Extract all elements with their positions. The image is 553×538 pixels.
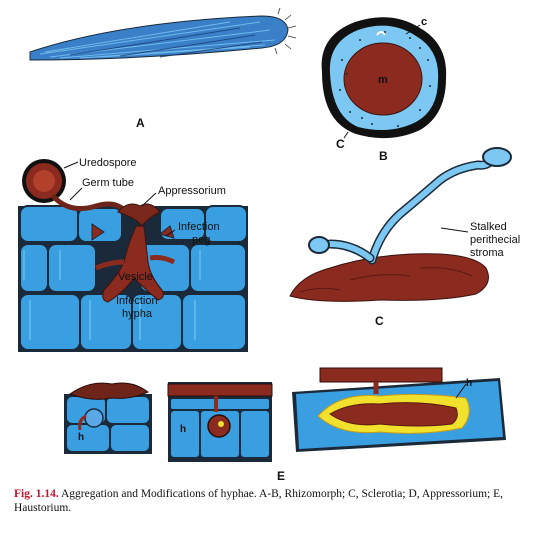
label-appressorium: Appressorium [158, 185, 226, 197]
panel-b-sclerotium: c m C B [321, 16, 447, 163]
label-infection-peg-1: Infection [178, 221, 220, 233]
label-germ-tube: Germ tube [82, 177, 134, 189]
label-stalked: Stalked [470, 221, 507, 233]
label-h2: h [180, 424, 186, 435]
label-C: C [336, 137, 345, 151]
label-uredospore: Uredospore [79, 157, 136, 169]
label-vesicle: Vesicle [118, 271, 153, 283]
panel-c-letter: C [375, 314, 384, 328]
panel-a-rhizomorph: A [29, 7, 297, 130]
panel-d-appressorium: Uredospore Germ tube Appressorium Infect… [18, 157, 248, 352]
panel-b-letter: B [379, 149, 388, 163]
figure-caption: Fig. 1.14. Aggregation and Modifications… [14, 487, 544, 515]
label-perithecial: perithecial [470, 234, 520, 246]
label-stroma: stroma [470, 247, 505, 259]
label-infection-hypha-2: hypha [122, 308, 153, 320]
panel-c-stroma: Stalked perithecial stroma C [289, 147, 520, 328]
label-c: c [421, 16, 427, 28]
caption-figure-number: Fig. 1.14. [14, 488, 59, 500]
label-infection-peg-2: peg [192, 234, 210, 246]
panel-a-letter: A [136, 116, 145, 130]
panel-e-letter: E [277, 469, 285, 483]
caption-text: Aggregation and Modifications of hyphae.… [14, 488, 504, 514]
label-h3: h [466, 378, 472, 389]
label-h1: h [78, 432, 84, 443]
label-infection-hypha-1: Infection [116, 295, 158, 307]
panel-e-haustorium: h h h E [64, 367, 506, 483]
label-m: m [378, 74, 388, 86]
